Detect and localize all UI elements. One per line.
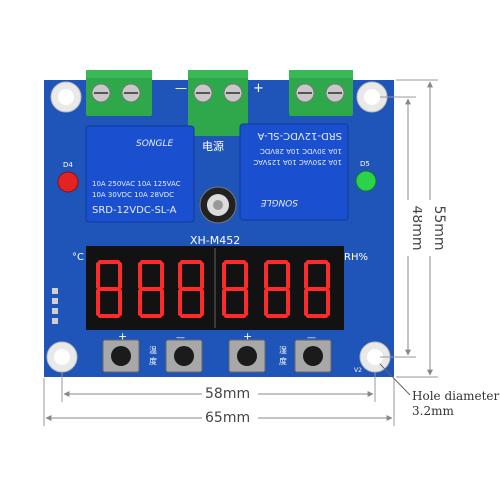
relay-right: SONGLE 10A 250VAC 10A 125VAC 10A 30VDC 1… xyxy=(239,123,349,221)
display-digit xyxy=(138,260,164,318)
power-minus-label: — xyxy=(175,81,187,95)
mount-hole-top-right xyxy=(356,81,388,113)
led-d4-label: D4 xyxy=(63,161,73,169)
dim-65-label: 65mm xyxy=(205,410,250,426)
btn1-plus-label: + xyxy=(118,330,127,343)
relay-left-line1: 10A 250VAC 10A 125VAC xyxy=(92,180,181,188)
header-pins xyxy=(52,288,58,324)
btn3-plus-label: + xyxy=(243,330,252,343)
rh-label: RH% xyxy=(344,252,368,263)
hole-callout-leader xyxy=(379,363,411,396)
display-digit xyxy=(222,260,248,318)
terminal-block-left xyxy=(86,70,152,116)
relay-right-line2: 10A 30VDC 10A 28VDC xyxy=(260,147,342,155)
hole-callout-line2: 3.2mm xyxy=(412,404,454,418)
btn2-minus-label: — xyxy=(176,333,185,343)
mount-hole-top-left xyxy=(50,81,82,113)
terminal-block-right xyxy=(289,70,353,116)
terminal-block-power xyxy=(188,70,248,136)
mount-hole-bottom-left xyxy=(46,341,78,373)
relay-left-brand: SONGLE xyxy=(136,139,174,149)
capacitor xyxy=(199,186,237,224)
dim-48-label: 48mm xyxy=(409,205,425,250)
dim-55-label: 55mm xyxy=(431,205,447,250)
hum-label-a: 湿 xyxy=(279,346,287,355)
display-digit xyxy=(304,260,330,318)
push-button-3[interactable] xyxy=(228,339,266,373)
led-red xyxy=(57,171,79,193)
relay-right-model: SRD-12VDC-SL-A xyxy=(257,130,342,141)
display-digit xyxy=(264,260,290,318)
power-label: 电源 xyxy=(202,139,224,153)
display-digit xyxy=(178,260,204,318)
temp-label-b: 度 xyxy=(149,356,157,366)
relay-left-model: SRD-12VDC-SL-A xyxy=(92,205,177,216)
v2-label: V2 xyxy=(354,367,362,374)
seven-segment-display xyxy=(86,246,344,330)
relay-right-line1: 10A 250VAC 10A 125VAC xyxy=(253,158,342,166)
hum-label-b: 度 xyxy=(279,356,287,366)
btn4-minus-label: — xyxy=(307,333,316,343)
celsius-label: °C xyxy=(72,252,84,263)
model-label: XH-M452 xyxy=(190,234,240,247)
relay-left: SONGLE 10A 250VAC 10A 125VAC 10A 30VDC 1… xyxy=(85,125,195,223)
led-green xyxy=(355,170,377,192)
temp-label-a: 温 xyxy=(149,346,157,355)
led-d5-label: D5 xyxy=(360,160,370,168)
display-digit xyxy=(96,260,122,318)
relay-right-brand: SONGLE xyxy=(260,197,298,207)
hole-callout-line1: Hole diameter xyxy=(412,389,500,403)
push-button-2[interactable] xyxy=(165,339,203,373)
dim-58-label: 58mm xyxy=(205,386,250,402)
push-button-4[interactable] xyxy=(294,339,332,373)
push-button-1[interactable] xyxy=(102,339,140,373)
power-plus-label: + xyxy=(253,81,264,96)
relay-left-line2: 10A 30VDC 10A 28VDC xyxy=(92,191,174,199)
